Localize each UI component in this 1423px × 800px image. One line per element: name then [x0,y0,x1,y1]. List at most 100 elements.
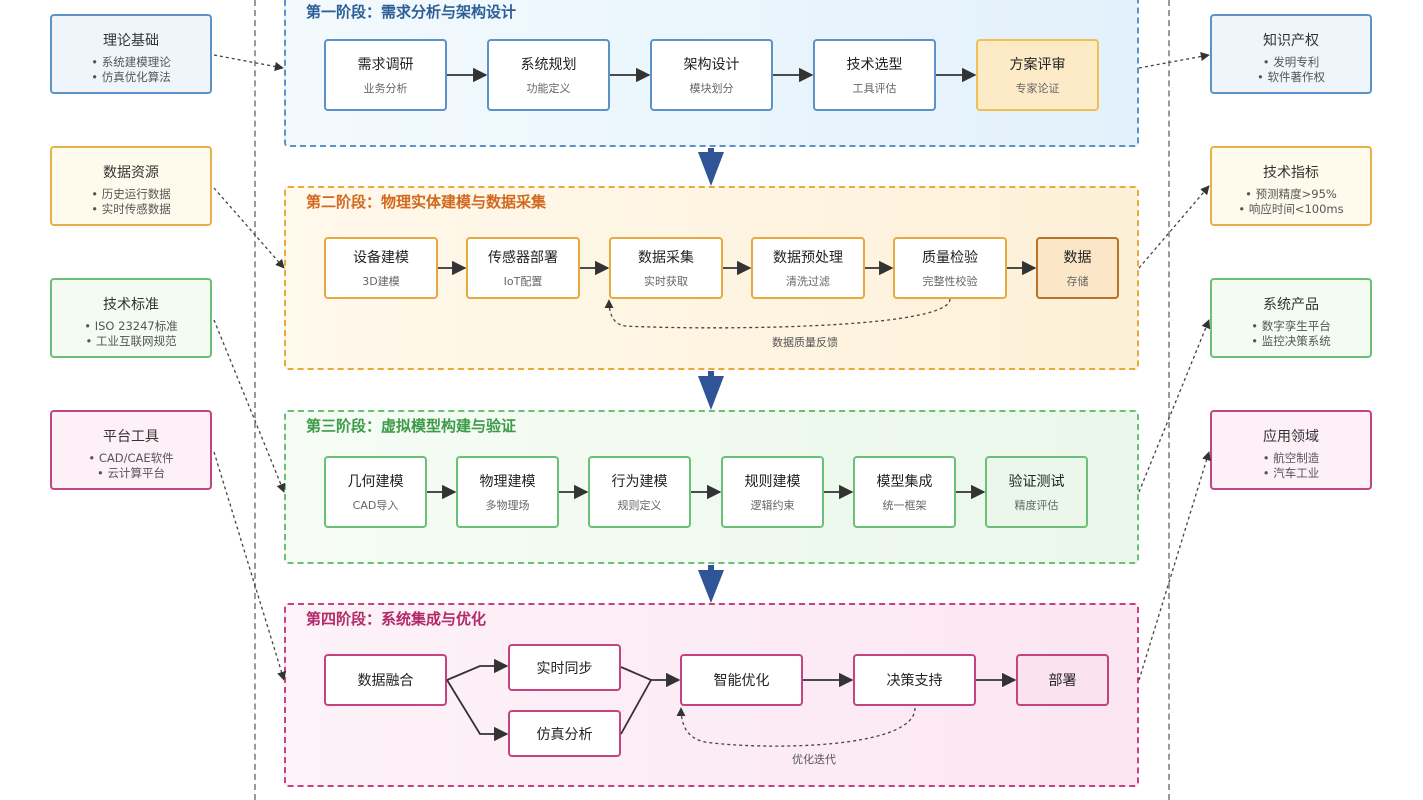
flow-arrow [620,666,681,688]
node-behavior-modeling[interactable]: 行为建模 规则定义 [588,456,691,528]
node-label: 行为建模 [611,474,668,490]
output-connector [1138,319,1211,493]
flow-arrow [446,679,509,742]
node-sublabel: 实时获取 [644,275,688,288]
phase-1-title: 第一阶段：需求分析与架构设计 [306,3,517,21]
node-label: 方案评审 [1009,57,1066,73]
output-box-title: 系统产品 [1263,297,1319,313]
node-realtime-sync[interactable]: 实时同步 [508,644,621,691]
node-label: 质量检验 [922,250,978,266]
node-system-planning[interactable]: 系统规划 功能定义 [487,39,610,111]
left-divider [254,0,256,800]
node-label: 规则建模 [744,474,801,490]
output-box-item: 汽车工业 [1212,466,1370,481]
node-requirement-research[interactable]: 需求调研 业务分析 [324,39,447,111]
node-sublabel: 功能定义 [526,82,571,95]
node-label: 部署 [1048,673,1077,689]
node-rule-modeling[interactable]: 规则建模 逻辑约束 [721,456,824,528]
node-label: 实时同步 [536,660,593,677]
node-intelligent-optimization[interactable]: 智能优化 [680,654,803,706]
input-connector [213,451,286,681]
node-sublabel: 规则定义 [617,499,662,512]
node-sublabel: 业务分析 [363,82,408,95]
node-deployment[interactable]: 部署 [1016,654,1109,706]
node-label: 技术选型 [846,57,903,73]
node-quality-check[interactable]: 质量检验 完整性校验 [893,237,1007,299]
node-sublabel: 清洗过滤 [786,275,830,288]
node-architecture-design[interactable]: 架构设计 模块划分 [650,39,773,111]
node-decision-support[interactable]: 决策支持 [853,654,976,706]
node-sublabel: 逻辑约束 [750,499,795,512]
input-box-item: 工业互联网规范 [52,334,210,349]
output-box-item: 航空制造 [1212,451,1370,466]
input-box-standards: 技术标准 ISO 23247标准 工业互联网规范 [50,278,212,358]
node-label: 模型集成 [876,474,933,490]
node-geometry-modeling[interactable]: 几何建模 CAD导入 [324,456,427,528]
node-data-preprocessing[interactable]: 数据预处理 清洗过滤 [751,237,865,299]
phase-transition-arrow [698,371,724,410]
output-box-item: 监控决策系统 [1212,334,1370,349]
node-label: 验证测试 [1008,474,1065,490]
node-data-fusion[interactable]: 数据融合 [324,654,447,706]
node-sublabel: CAD导入 [352,499,399,512]
node-label: 架构设计 [683,57,740,73]
flow-arrow [620,679,652,735]
feedback-label-optimization: 优化迭代 [792,753,836,766]
output-box-title: 技术指标 [1263,165,1319,181]
right-divider [1168,0,1170,800]
output-connector [1138,451,1211,681]
node-sublabel: 完整性校验 [922,275,978,288]
node-simulation-analysis[interactable]: 仿真分析 [508,710,621,757]
node-equipment-modeling[interactable]: 设备建模 3D建模 [324,237,438,299]
input-connector [213,319,286,493]
node-label: 数据预处理 [773,250,843,266]
input-box-item: CAD/CAE软件 [52,451,210,466]
node-sublabel: 工具评估 [852,82,897,95]
node-label: 决策支持 [886,673,943,689]
output-connector [1138,185,1210,269]
output-box-applications: 应用领域 航空制造 汽车工业 [1210,410,1372,490]
node-validation-testing[interactable]: 验证测试 精度评估 [985,456,1088,528]
node-sublabel: IoT配置 [503,275,543,288]
input-box-title: 技术标准 [103,297,159,313]
output-connector [1138,52,1210,69]
node-data-collection[interactable]: 数据采集 实时获取 [609,237,723,299]
node-plan-review[interactable]: 方案评审 专家论证 [976,39,1099,111]
node-label: 数据采集 [638,250,694,266]
input-box-item: ISO 23247标准 [52,319,210,334]
node-sublabel: 存储 [1066,275,1089,288]
node-label: 数据 [1063,250,1092,266]
output-box-products: 系统产品 数字孪生平台 监控决策系统 [1210,278,1372,358]
input-box-item: 系统建模理论 [52,55,210,70]
output-box-item: 响应时间<100ms [1212,202,1370,217]
node-label: 系统规划 [520,57,577,73]
feedback-arrow-data-quality [604,298,951,329]
feedback-label-data-quality: 数据质量反馈 [772,336,838,349]
node-label: 传感器部署 [488,250,558,266]
input-box-title: 理论基础 [103,33,159,49]
node-label: 数据融合 [357,673,414,689]
node-tech-selection[interactable]: 技术选型 工具评估 [813,39,936,111]
node-sublabel: 模块划分 [689,82,734,95]
phase-transition-arrow [698,148,724,186]
node-model-integration[interactable]: 模型集成 统一框架 [853,456,956,528]
node-sensor-deployment[interactable]: 传感器部署 IoT配置 [466,237,580,299]
node-label: 智能优化 [713,673,770,689]
input-box-item: 实时传感数据 [52,202,210,217]
node-physics-modeling[interactable]: 物理建模 多物理场 [456,456,559,528]
output-box-title: 应用领域 [1263,429,1319,445]
input-box-theory: 理论基础 系统建模理论 仿真优化算法 [50,14,212,94]
node-sublabel: 统一框架 [882,499,927,512]
output-box-item: 预测精度>95% [1212,187,1370,202]
node-sublabel: 精度评估 [1014,499,1059,512]
node-label: 物理建模 [479,474,536,490]
node-label: 仿真分析 [536,726,593,743]
node-data-storage[interactable]: 数据 存储 [1036,237,1119,299]
node-sublabel: 多物理场 [485,499,530,512]
input-connector [213,187,285,269]
input-box-data: 数据资源 历史运行数据 实时传感数据 [50,146,212,226]
input-box-item: 云计算平台 [52,466,210,481]
output-box-item: 软件著作权 [1212,70,1370,85]
input-box-item: 历史运行数据 [52,187,210,202]
